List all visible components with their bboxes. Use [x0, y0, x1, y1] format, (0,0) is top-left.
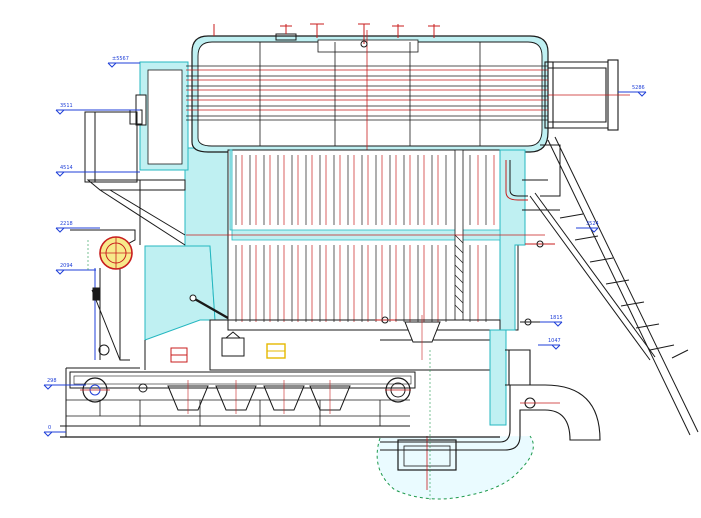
elevation-label: 4514	[60, 165, 73, 171]
grate-shaft	[138, 383, 148, 393]
rear-duct	[380, 349, 601, 451]
front-casing	[84, 109, 143, 183]
elevation-mark-lower-left: 2094	[55, 263, 96, 275]
elevation-label: 1047	[548, 338, 561, 344]
elevation-mark-upper-left: 3511	[55, 103, 140, 115]
elevation-label: 3511	[60, 103, 73, 109]
coal-hopper	[70, 229, 136, 361]
rear-wall-refractory	[489, 329, 507, 426]
elevation-label: ±5567	[112, 56, 129, 62]
elevation-mark-stair-right: 3524	[576, 221, 599, 233]
elevation-label: 5286	[632, 85, 645, 91]
convection-tubes	[235, 155, 495, 225]
elevation-marks: ±5567 3511 4514 2218 2094 298	[43, 56, 647, 437]
foundation-pit	[376, 435, 534, 500]
elevation-label: 2094	[60, 263, 73, 269]
baffle-hatch	[454, 234, 464, 314]
elevation-label: 298	[47, 378, 57, 384]
elevation-mark-top-left: ±5567	[107, 56, 140, 68]
elevation-label: 1815	[550, 315, 563, 321]
flue-outlet	[544, 59, 630, 131]
drum-valves	[213, 23, 440, 48]
coal-feeder-wheel	[99, 236, 133, 270]
rear-sprocket	[385, 377, 411, 403]
front-sprocket	[80, 377, 110, 403]
elevation-mark-floor-right: 1047	[538, 338, 561, 350]
elevation-label: 2218	[60, 221, 73, 227]
access-ladder	[522, 136, 699, 436]
upper-drum	[191, 35, 549, 153]
elevation-mark-hopper-left: 2218	[55, 221, 100, 233]
drum-tube-bank	[186, 30, 548, 152]
boiler-body	[227, 149, 526, 331]
elevation-mark-outlet-right: 5286	[618, 85, 647, 97]
front-refractory	[135, 61, 231, 341]
base-frame	[60, 367, 500, 438]
inspection-door-1	[221, 331, 245, 357]
elevation-mark-middle-left: 4514	[55, 165, 140, 177]
front-inspection-port	[98, 344, 110, 356]
center-guides	[87, 240, 431, 500]
elevation-label: 3524	[586, 221, 599, 227]
air-damper-lever	[189, 294, 229, 320]
lower-tubes	[235, 245, 487, 322]
elevation-mark-grate-right: 1815	[540, 315, 563, 327]
elevation-mark-base-left: 298	[43, 378, 86, 390]
inspection-door-yellow	[266, 343, 286, 359]
inspection-door-3	[170, 347, 188, 363]
ash-hoppers	[167, 380, 351, 414]
elevation-mark-ground-left: 0	[43, 425, 66, 437]
elevation-label: 0	[48, 425, 51, 431]
